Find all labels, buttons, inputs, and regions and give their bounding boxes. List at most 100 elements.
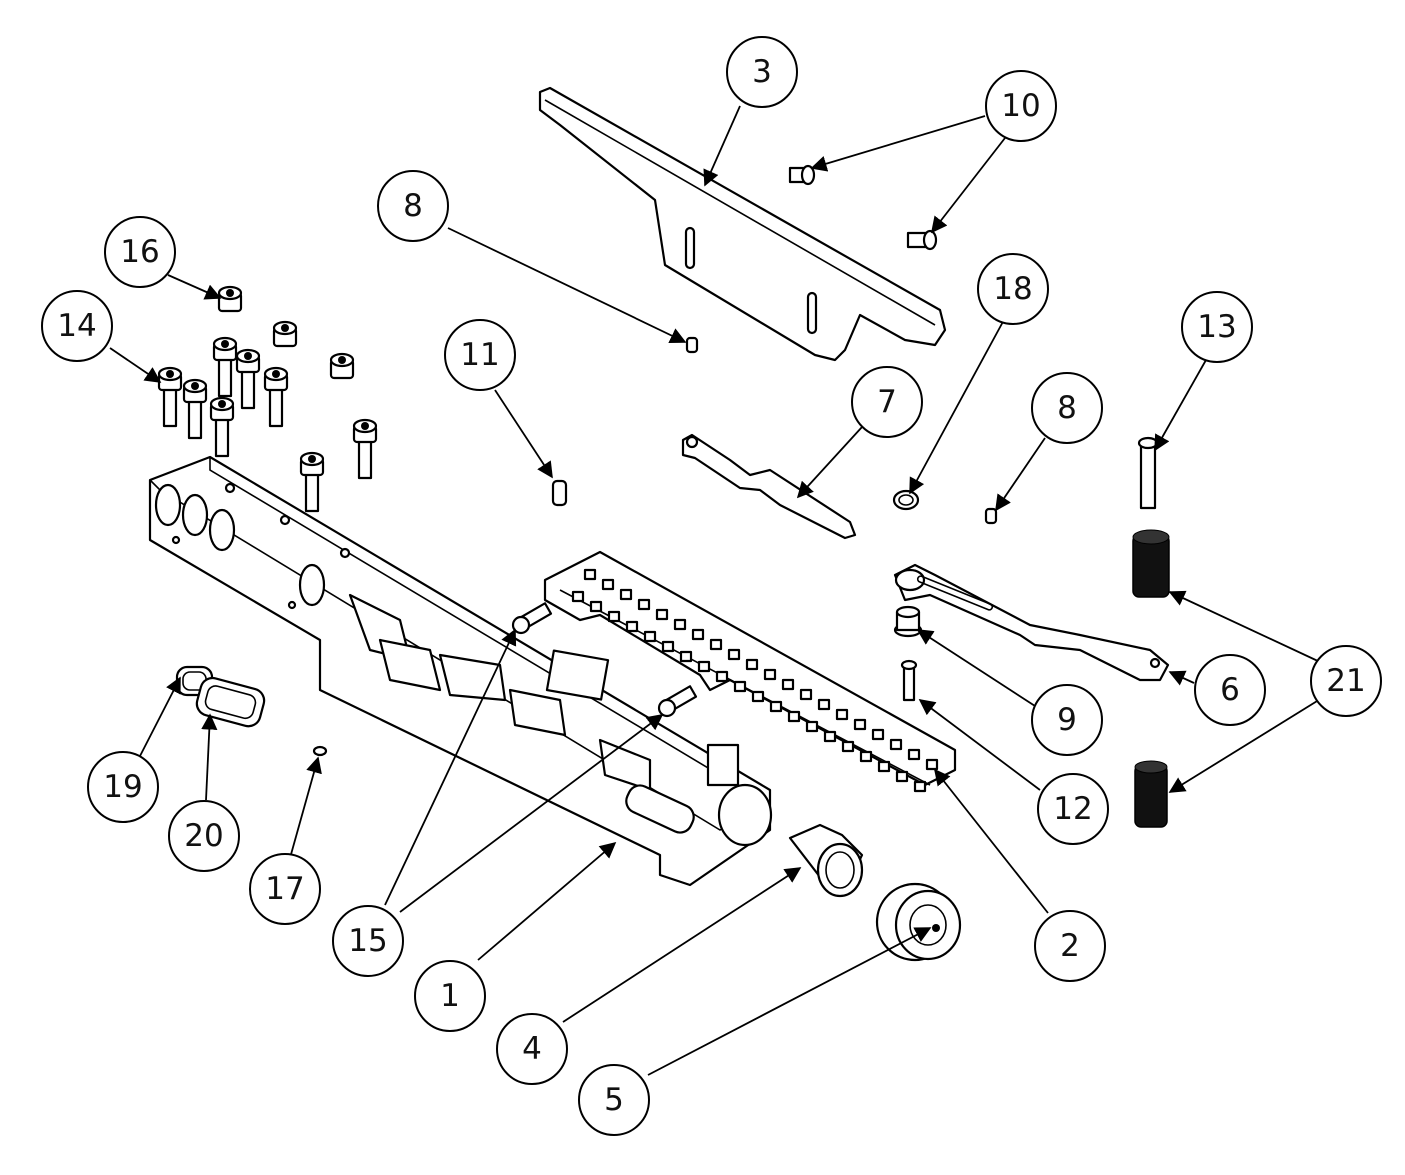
leader-14 xyxy=(109,347,162,383)
cap-screw xyxy=(182,378,208,440)
rail-tooth xyxy=(853,718,867,731)
svg-text:2: 2 xyxy=(1060,928,1080,964)
rail-tooth xyxy=(691,628,705,641)
rail-tooth xyxy=(877,760,891,773)
part-5-nut xyxy=(875,882,962,962)
svg-text:10: 10 xyxy=(1001,88,1040,124)
callout-18: 18 xyxy=(977,253,1049,325)
svg-text:8: 8 xyxy=(1057,390,1077,426)
callout-10: 10 xyxy=(985,70,1057,142)
cap-screw xyxy=(352,418,378,480)
leader-19 xyxy=(139,676,181,757)
rail-tooth xyxy=(781,678,795,691)
rail-tooth xyxy=(787,710,801,723)
rail-tooth xyxy=(805,720,819,733)
rail-tooth xyxy=(625,620,639,633)
svg-text:12: 12 xyxy=(1053,791,1092,827)
callout-3: 3 xyxy=(726,36,798,108)
rail-tooth xyxy=(745,658,759,671)
callout-8b: 8 xyxy=(1031,372,1103,444)
part-6-lever-arm xyxy=(893,563,1170,682)
part-8-set-screw-a xyxy=(685,336,699,354)
svg-text:4: 4 xyxy=(522,1031,542,1067)
part-17-small-washer xyxy=(312,745,328,757)
part-8-set-screw-b xyxy=(984,507,998,525)
callout-16: 16 xyxy=(104,216,176,288)
svg-text:18: 18 xyxy=(993,271,1032,307)
svg-text:7: 7 xyxy=(877,384,897,420)
callout-2: 2 xyxy=(1034,910,1106,982)
callout-15: 15 xyxy=(332,905,404,977)
leader-9 xyxy=(916,629,1036,707)
svg-text:1: 1 xyxy=(440,978,460,1014)
part-10-screw-a xyxy=(788,164,816,186)
leader-15b xyxy=(399,714,664,913)
rail-tooth xyxy=(619,588,633,601)
rail-tooth xyxy=(637,598,651,611)
svg-text:20: 20 xyxy=(184,818,223,854)
callout-20: 20 xyxy=(168,800,240,872)
part-3-cover-plate xyxy=(538,86,947,362)
svg-text:16: 16 xyxy=(120,234,159,270)
part-11-pin xyxy=(551,479,568,507)
rail-tooth xyxy=(679,650,693,663)
svg-text:14: 14 xyxy=(57,308,96,344)
part-16-nuts xyxy=(217,285,355,380)
leader-20 xyxy=(201,713,218,801)
part-1-receiver-body xyxy=(148,455,773,887)
rail-tooth xyxy=(823,730,837,743)
part-13-long-pin xyxy=(1137,436,1159,510)
part-9-bushing xyxy=(893,605,923,638)
svg-text:6: 6 xyxy=(1220,672,1240,708)
callout-12: 12 xyxy=(1037,773,1109,845)
nut xyxy=(329,352,355,380)
part-2-picatinny-rail xyxy=(543,550,957,793)
leader-3 xyxy=(703,105,741,187)
svg-text:11: 11 xyxy=(460,337,499,373)
rail-tooth xyxy=(835,708,849,721)
leader-8b xyxy=(995,437,1046,512)
rail-tooth xyxy=(607,610,621,623)
rail-tooth xyxy=(913,780,927,793)
leader-18 xyxy=(909,317,1006,495)
rail-tooth xyxy=(769,700,783,713)
rail-tooth xyxy=(727,648,741,661)
leader-2 xyxy=(933,768,1049,914)
callout-13: 13 xyxy=(1181,291,1253,363)
callout-11: 11 xyxy=(444,319,516,391)
leader-lines xyxy=(109,105,1323,1076)
rail-tooth xyxy=(763,668,777,681)
callout-21: 21 xyxy=(1310,645,1382,717)
rail-tooth xyxy=(907,748,921,761)
rail-tooth xyxy=(817,698,831,711)
leader-16 xyxy=(167,274,222,300)
part-18-o-ring xyxy=(892,489,920,511)
cap-screw xyxy=(157,366,183,428)
callout-14: 14 xyxy=(41,290,113,362)
rail-tooth xyxy=(571,590,585,603)
rail-tooth xyxy=(925,758,939,771)
leader-11 xyxy=(494,389,553,479)
svg-text:21: 21 xyxy=(1326,663,1365,699)
rail-tooth xyxy=(859,750,873,763)
rail-tooth xyxy=(643,630,657,643)
part-10-screw-b xyxy=(906,229,938,251)
svg-text:13: 13 xyxy=(1197,309,1236,345)
svg-text:9: 9 xyxy=(1057,702,1077,738)
rail-tooth xyxy=(871,728,885,741)
part-15-flat-screw-a xyxy=(511,602,553,635)
part-7-link-bar xyxy=(681,433,857,540)
svg-text:5: 5 xyxy=(604,1082,624,1118)
part-4-sleeve xyxy=(788,823,864,898)
part-15-flat-screw-b xyxy=(657,685,698,718)
part-21-knurled-grip-b xyxy=(1134,760,1168,828)
part-12-pin xyxy=(900,659,918,702)
callout-1: 1 xyxy=(414,960,486,1032)
cap-screw xyxy=(235,348,261,410)
svg-text:17: 17 xyxy=(265,871,304,907)
part-21-knurled-grip-a xyxy=(1132,529,1170,598)
balloons: 1 2 3 4 5 6 7 8 8 9 10 11 12 13 14 15 16… xyxy=(41,36,1382,1136)
leader-12 xyxy=(918,699,1041,791)
callout-17: 17 xyxy=(249,853,321,925)
